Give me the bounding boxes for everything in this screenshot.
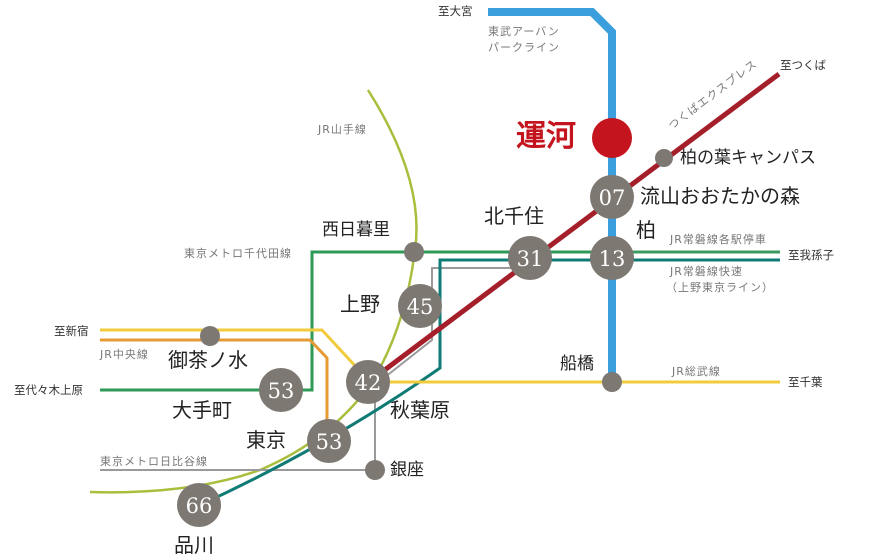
terminal-tsukuba: 至つくば (780, 58, 826, 72)
svg-text:53: 53 (316, 430, 343, 454)
kashiwa-station-badge[interactable]: 13 (590, 236, 634, 280)
kashiwanoha-station-name: 柏の葉キャンパス (680, 148, 816, 168)
terminal-chiba: 至千葉 (788, 375, 823, 389)
joban-rapid-label-1: JR常磐線快速 (670, 265, 743, 278)
akihabara-station-badge[interactable]: 42 (346, 360, 390, 404)
nishinippori-station-name: 西日暮里 (322, 220, 390, 240)
kitasenju-station-name: 北千住 (484, 204, 544, 228)
otemachi-station-name: 大手町 (172, 398, 232, 422)
metro-chiyoda-line (100, 250, 612, 392)
tobu-line-label-1: 東武アーバン (488, 25, 560, 38)
svg-text:45: 45 (407, 295, 434, 319)
ochanomizu-station-dot[interactable] (200, 326, 220, 346)
highlight-station-name: 運河 (516, 119, 576, 154)
joban-rapid-label-2: （上野東京ライン） (666, 281, 774, 294)
nagareyama-station-name: 流山おおたかの森 (640, 184, 800, 208)
kashiwanoha-station-dot[interactable] (655, 149, 673, 167)
funabashi-station-dot[interactable] (602, 372, 622, 392)
svg-text:07: 07 (599, 186, 626, 210)
terminal-yoyogi-uehara: 至代々木上原 (14, 383, 83, 397)
joban-local-label: JR常磐線各駅停車 (670, 233, 767, 246)
nishinippori-station-dot[interactable] (404, 242, 424, 262)
sobu-label: JR総武線 (672, 365, 721, 378)
svg-text:53: 53 (268, 379, 295, 403)
shinagawa-station-badge[interactable]: 66 (177, 483, 221, 527)
tokyo-station-badge[interactable]: 53 (307, 419, 351, 463)
akihabara-station-name: 秋葉原 (390, 398, 450, 422)
terminal-shinjuku: 至新宿 (54, 324, 89, 338)
otemachi-station-badge[interactable]: 53 (259, 368, 303, 412)
terminal-omiya: 至大宮 (438, 4, 473, 18)
ginza-station-dot[interactable] (365, 460, 385, 480)
unga-station-marker[interactable] (592, 118, 632, 158)
nagareyama-station-badge[interactable]: 07 (590, 175, 634, 219)
chuo-label: JR中央線 (100, 348, 149, 361)
svg-text:31: 31 (517, 247, 544, 271)
svg-text:66: 66 (186, 494, 213, 518)
svg-text:42: 42 (355, 371, 382, 395)
svg-text:13: 13 (599, 247, 626, 271)
ochanomizu-station-name: 御茶ノ水 (168, 348, 248, 372)
yamanote-label: JR山手線 (318, 123, 367, 136)
metro-hibiya-line (100, 267, 520, 471)
ginza-station-name: 銀座 (390, 460, 424, 480)
hibiya-label: 東京メトロ日比谷線 (100, 455, 208, 468)
chiyoda-label: 東京メトロ千代田線 (184, 247, 292, 260)
tsukuba-express-line (380, 72, 781, 374)
terminal-abiko: 至我孫子 (788, 248, 834, 262)
funabashi-station-name: 船橋 (560, 354, 594, 374)
tokyo-station-name: 東京 (246, 428, 286, 452)
shinagawa-station-name: 品川 (174, 533, 214, 557)
ueno-station-badge[interactable]: 45 (398, 284, 442, 328)
tobu-line-label-2: パークライン (488, 41, 560, 54)
ueno-station-name: 上野 (340, 292, 380, 316)
kitasenju-station-badge[interactable]: 31 (508, 236, 552, 280)
kashiwa-station-name: 柏 (636, 218, 656, 242)
